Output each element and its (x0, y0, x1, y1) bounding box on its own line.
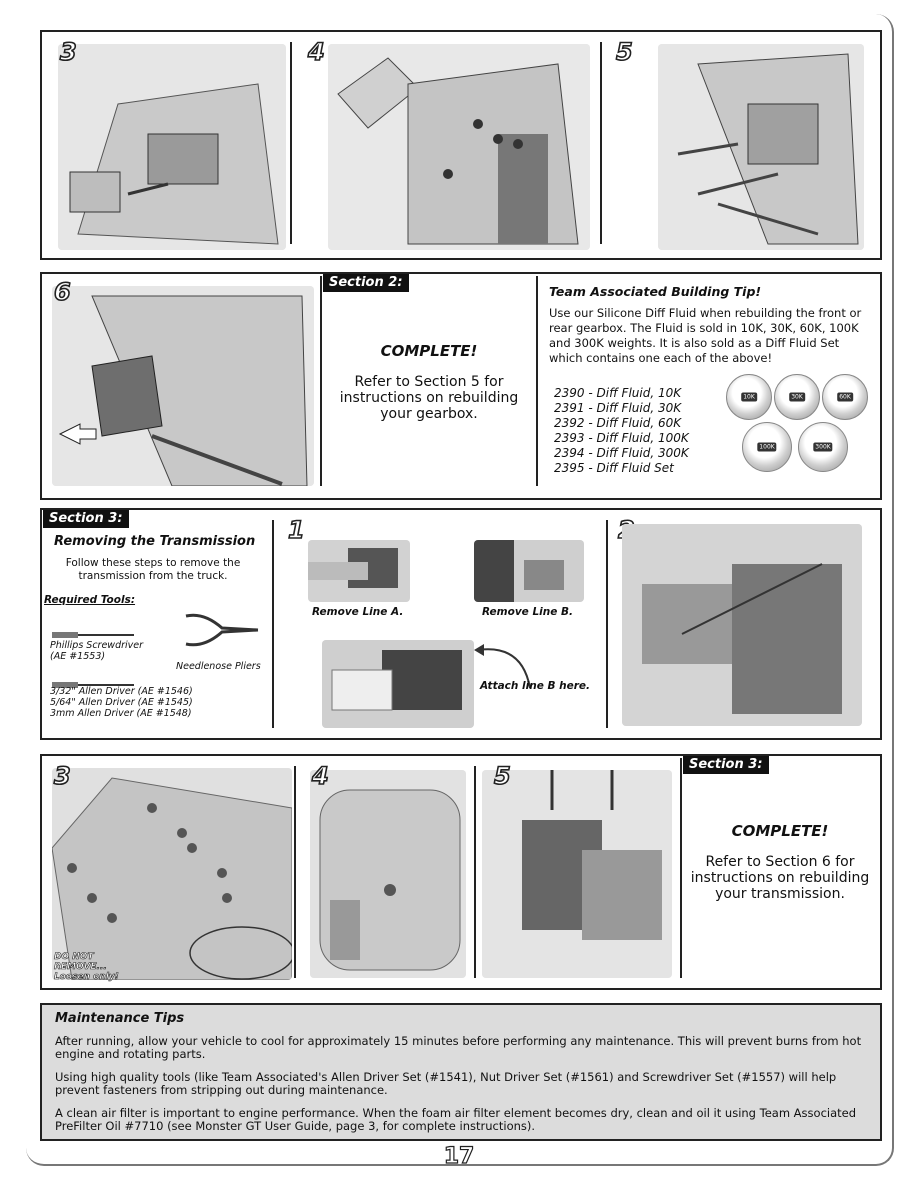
divider (320, 276, 322, 486)
divider (536, 276, 538, 486)
maintenance-tip-3: A clean air filter is important to engin… (55, 1106, 857, 1133)
remove-line-a-caption: Remove Line A. (312, 606, 404, 618)
diff-fluid-jar: 30K (774, 374, 820, 420)
section-2-refer-text: Refer to Section 5 for instructions on r… (339, 374, 519, 422)
step-5-illustration (658, 44, 864, 250)
section-3-complete-block: COMPLETE! Refer to Section 6 for instruc… (682, 822, 878, 902)
steps-3-5-panel: 3 4 5 (40, 30, 882, 260)
step-number-5: 5 (615, 38, 633, 66)
remove-line-b-caption: Remove Line B. (482, 606, 573, 618)
section-2-complete-block: COMPLETE! Refer to Section 5 for instruc… (324, 342, 534, 422)
divider (294, 766, 296, 978)
section-2-complete-heading: COMPLETE! (380, 342, 478, 360)
divider (474, 766, 476, 978)
section-3-tag: Section 3: (43, 510, 129, 528)
fluid-item: 2395 - Diff Fluid Set (554, 461, 674, 475)
phillips-label: Phillips Screwdriver (50, 640, 144, 651)
step-number-5: 5 (493, 762, 511, 790)
fluid-item: 2393 - Diff Fluid, 100K (554, 431, 689, 445)
attach-line-b-caption: Attach line B here. (480, 680, 591, 692)
divider (272, 520, 274, 728)
divider (680, 758, 682, 978)
fluid-item: 2392 - Diff Fluid, 60K (554, 416, 682, 430)
section-3-complete-tag: Section 3: (683, 756, 769, 774)
step-number-4: 4 (307, 38, 325, 66)
section-3-refer-text: Refer to Section 6 for instructions on r… (690, 854, 870, 902)
required-tools-heading: Required Tools: (44, 594, 136, 606)
divider (606, 520, 608, 728)
divider (600, 42, 602, 244)
step-3-illustration (58, 44, 286, 250)
allen-driver-icon (52, 674, 134, 688)
diff-fluid-list: 2390 - Diff Fluid, 10K 2391 - Diff Fluid… (554, 386, 689, 476)
diff-fluid-jar: 10K (726, 374, 772, 420)
diff-fluid-jar: 300K (798, 422, 848, 472)
phillips-part-number: (AE #1553) (50, 651, 106, 662)
section-3-panel: Section 3: Removing the Transmission Fol… (40, 508, 882, 740)
section-3-title: Removing the Transmission (54, 534, 256, 549)
fluid-item: 2390 - Diff Fluid, 10K (554, 386, 682, 400)
page-border (26, 14, 894, 1166)
step-3-screws-illustration (52, 768, 292, 980)
attach-line-b-photo (322, 640, 474, 728)
step-number-4: 4 (311, 762, 329, 790)
arrow-icon (472, 640, 532, 690)
allen-driver-label: 5/64" Allen Driver (AE #1545) (50, 697, 193, 708)
needlenose-pliers-icon (184, 610, 260, 650)
step-2-transmission-photo (622, 524, 862, 726)
step-5-illustration (482, 770, 672, 978)
fluid-item: 2394 - Diff Fluid, 300K (554, 446, 689, 460)
section-2-panel: 6 Section 2: COMPLETE! Refer to Section … (40, 272, 882, 500)
step-4-illustration (328, 44, 590, 250)
phillips-screwdriver-icon (52, 624, 134, 638)
do-not-remove-note: DO NOT REMOVE... Loosen only! (54, 952, 119, 983)
maintenance-tips-box: Maintenance Tips After running, allow yo… (40, 1003, 882, 1141)
maintenance-tip-2: Using high quality tools (like Team Asso… (55, 1070, 837, 1097)
allen-driver-label: 3/32" Allen Driver (AE #1546) (50, 686, 193, 697)
remove-line-b-photo (474, 540, 584, 602)
step-number-3: 3 (59, 38, 77, 66)
step-number-1: 1 (287, 516, 305, 544)
section-3-intro: Follow these steps to remove the transmi… (65, 557, 241, 582)
step-number-3: 3 (53, 762, 71, 790)
page-number: 17 (443, 1143, 475, 1169)
diff-fluid-jar: 60K (822, 374, 868, 420)
divider (290, 42, 292, 244)
step-6-illustration (52, 286, 314, 486)
steps-3-5-transmission-panel: DO NOT REMOVE... Loosen only! 3 4 5 Sect… (40, 754, 882, 990)
pliers-label: Needlenose Pliers (176, 661, 261, 672)
remove-line-a-photo (308, 540, 410, 602)
section-3-complete-heading: COMPLETE! (731, 822, 829, 840)
diff-fluid-jar: 100K (742, 422, 792, 472)
maintenance-tip-1: After running, allow your vehicle to coo… (55, 1034, 862, 1061)
allen-driver-label: 3mm Allen Driver (AE #1548) (50, 708, 192, 719)
fluid-item: 2391 - Diff Fluid, 30K (554, 401, 682, 415)
step-number-6: 6 (53, 278, 71, 306)
building-tip-body: Use our Silicone Diff Fluid when rebuild… (549, 306, 862, 365)
maintenance-tips-title: Maintenance Tips (55, 1011, 185, 1026)
building-tip-title: Team Associated Building Tip! (549, 284, 762, 299)
section-2-tag: Section 2: (323, 274, 409, 292)
step-4-illustration (310, 770, 466, 978)
